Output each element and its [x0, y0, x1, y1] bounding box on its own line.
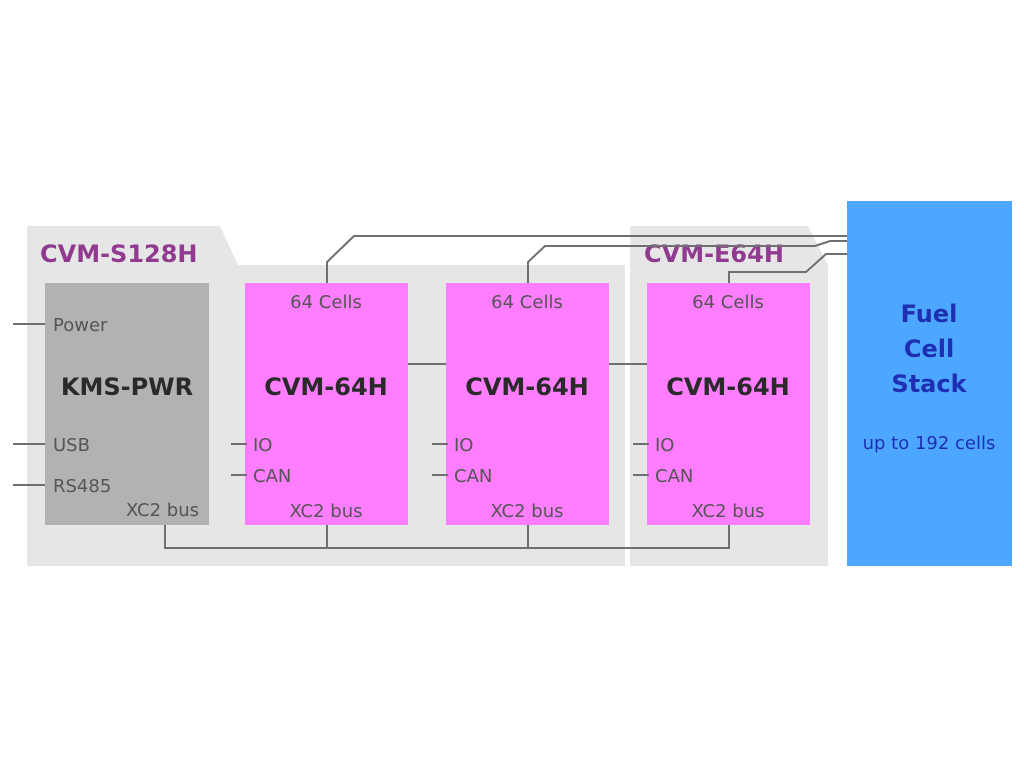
cvm-can-label-1: CAN: [253, 466, 291, 487]
cvm-bus-label-3: XC2 bus: [692, 501, 765, 522]
xc2-bus-line: [164, 525, 730, 549]
cvm-bus-label-2: XC2 bus: [491, 501, 564, 522]
stack-title-line-1: Fuel: [901, 300, 958, 328]
cvm-io-label-1: IO: [253, 435, 272, 456]
stack-subtitle: up to 192 cells: [863, 433, 996, 454]
cvm-cells-label-3: 64 Cells: [692, 292, 764, 313]
cvm-can-label-3: CAN: [655, 466, 693, 487]
kms-pwr-title: KMS-PWR: [61, 373, 193, 401]
kms-port-rs485: RS485: [53, 476, 111, 497]
kms-bus-label: XC2 bus: [126, 500, 199, 521]
kms-port-usb: USB: [53, 435, 90, 456]
fuel-cell-stack-box: [847, 201, 1012, 566]
cvm-can-label-2: CAN: [454, 466, 492, 487]
kms-pwr-module: KMS-PWR Power USB RS485 XC2 bus: [45, 283, 209, 525]
cvm-64h-module-2: 64 Cells CVM-64H IO CAN XC2 bus: [432, 283, 609, 525]
cvm-io-label-3: IO: [655, 435, 674, 456]
stack-title-line-3: Stack: [891, 370, 967, 398]
cvm-title-3: CVM-64H: [666, 373, 790, 401]
sense-wire-2: [527, 240, 848, 284]
sense-wire-1: [326, 235, 848, 284]
stack-title-line-2: Cell: [904, 335, 954, 363]
cvm-64h-box-3: [647, 283, 810, 525]
sense-wire-3: [728, 253, 848, 284]
cvm-title-1: CVM-64H: [264, 373, 388, 401]
cvm-64h-box-2: [446, 283, 609, 525]
kms-port-power: Power: [53, 315, 108, 336]
cvm-title-2: CVM-64H: [465, 373, 589, 401]
wires: [13, 235, 848, 549]
cvm-64h-module-1: 64 Cells CVM-64H IO CAN XC2 bus: [231, 283, 408, 525]
kms-pwr-box: [45, 283, 209, 525]
group-s128h-label: CVM-S128H: [40, 240, 198, 268]
cvm-cells-label-2: 64 Cells: [491, 292, 563, 313]
cvm-cells-label-1: 64 Cells: [290, 292, 362, 313]
cvm-64h-box-1: [245, 283, 408, 525]
cvm-64h-module-3: 64 Cells CVM-64H IO CAN XC2 bus: [633, 283, 810, 525]
fuel-cell-stack: Fuel Cell Stack up to 192 cells: [847, 201, 1012, 566]
cvm-bus-label-1: XC2 bus: [290, 501, 363, 522]
cvm-io-label-2: IO: [454, 435, 473, 456]
group-e64h-label: CVM-E64H: [644, 240, 784, 268]
